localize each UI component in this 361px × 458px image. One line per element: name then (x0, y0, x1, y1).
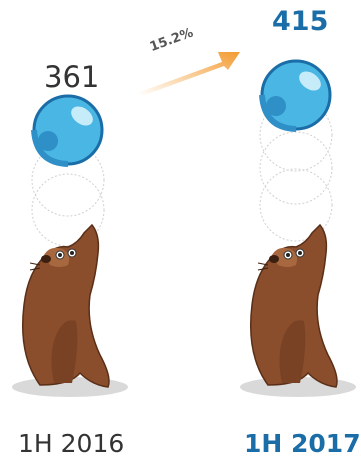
ball-icon (259, 59, 332, 132)
seal-icon (249, 223, 338, 388)
after-period-label: 1H 2017 (244, 429, 361, 458)
after-scene (220, 50, 361, 415)
before-period-label: 1H 2016 (18, 429, 125, 458)
before-scene (0, 85, 140, 415)
ball-icon (31, 94, 104, 167)
seal-icon (21, 223, 110, 388)
after-value: 415 (272, 6, 329, 37)
before-value: 361 (44, 60, 100, 94)
